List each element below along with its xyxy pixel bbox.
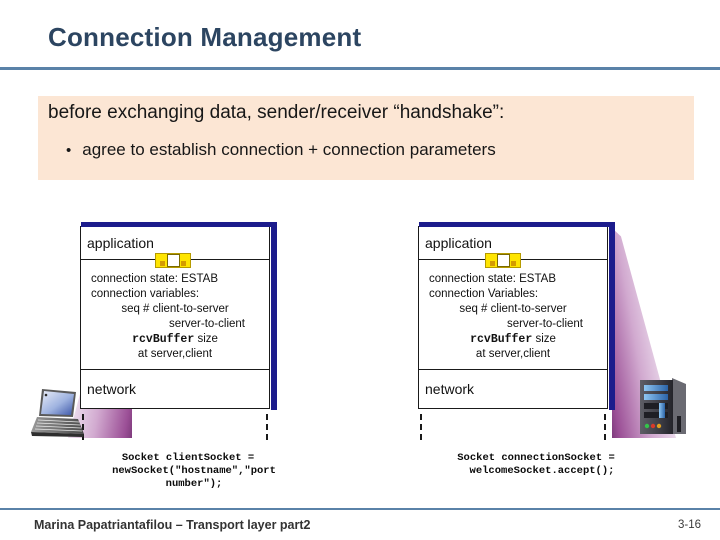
callout-box: before exchanging data, sender/receiver … — [38, 96, 694, 180]
client-host-group: application connection state: ESTAB conn… — [20, 190, 360, 500]
client-network-layer: network — [81, 370, 269, 408]
server-connection-variables: connection state: ESTAB connection Varia… — [419, 260, 607, 370]
title-divider — [0, 67, 720, 70]
var-line: connection state: ESTAB — [429, 272, 556, 285]
connection-management-diagram: application connection state: ESTAB conn… — [0, 190, 720, 500]
stack-top-edge — [81, 222, 271, 227]
footer-divider — [0, 508, 720, 510]
client-code-line-3: number"); — [165, 478, 223, 490]
stack-top-edge — [419, 222, 609, 227]
var-line: server-to-client — [506, 317, 583, 330]
client-network-label: network — [87, 381, 137, 397]
list-item: • agree to establish connection + connec… — [66, 140, 496, 160]
var-line: connection state: ESTAB — [91, 272, 218, 285]
server-protocol-stack: application connection state: ESTAB conn… — [418, 222, 615, 410]
rcvbuffer-suffix: size — [535, 332, 556, 345]
var-line: at server,client — [475, 347, 551, 360]
server-tower-icon — [634, 376, 692, 443]
var-line-rcvbuffer: rcvBuffer size — [425, 332, 601, 347]
server-network-label: network — [425, 381, 475, 397]
server-network-layer: network — [419, 370, 607, 408]
slide-number: 3-16 — [678, 519, 702, 531]
server-stack-leg-left — [420, 414, 422, 440]
client-application-label: application — [87, 235, 154, 251]
stack-right-edge — [609, 222, 615, 410]
var-line: seq # client-to-server — [459, 302, 567, 315]
server-code-line-1: Socket connectionSocket = — [457, 452, 615, 464]
desktop-computer-icon — [26, 386, 88, 445]
footer-author: Marina Papatriantafilou – Transport laye… — [34, 518, 311, 532]
client-stack-leg-right — [266, 414, 268, 440]
client-socket-icon — [155, 253, 191, 268]
rcvbuffer-token: rcvBuffer — [132, 332, 195, 346]
server-stack-leg-right — [604, 414, 606, 440]
server-code-line-2: welcomeSocket.accept(); — [469, 465, 615, 477]
rcvbuffer-token: rcvBuffer — [470, 332, 533, 346]
client-code-caption: Socket clientSocket = newSocket("hostnam… — [28, 452, 348, 491]
server-socket-icon — [485, 253, 521, 268]
client-code-line-1: Socket clientSocket = — [121, 452, 255, 464]
client-protocol-stack: application connection state: ESTAB conn… — [80, 222, 277, 410]
page-title: Connection Management — [48, 22, 362, 52]
var-line: server-to-client — [168, 317, 245, 330]
callout-bullet-text: agree to establish connection + connecti… — [82, 140, 496, 159]
server-code-caption: Socket connectionSocket = welcomeSocket.… — [376, 452, 696, 478]
var-line-rcvbuffer: rcvBuffer size — [87, 332, 263, 347]
server-application-label: application — [425, 235, 492, 251]
server-host-group: application connection state: ESTAB conn… — [370, 190, 710, 500]
client-stack-leg-left — [82, 414, 84, 440]
var-line: connection Variables: — [429, 287, 539, 300]
callout-heading: before exchanging data, sender/receiver … — [48, 102, 505, 123]
rcvbuffer-suffix: size — [197, 332, 218, 345]
client-connection-variables: connection state: ESTAB connection varia… — [81, 260, 269, 370]
stack-right-edge — [271, 222, 277, 410]
var-line: seq # client-to-server — [121, 302, 229, 315]
bullet-marker-icon: • — [66, 142, 72, 159]
var-line: connection variables: — [91, 287, 200, 300]
client-code-line-2: newSocket("hostname","port — [112, 465, 276, 477]
var-line: at server,client — [137, 347, 213, 360]
